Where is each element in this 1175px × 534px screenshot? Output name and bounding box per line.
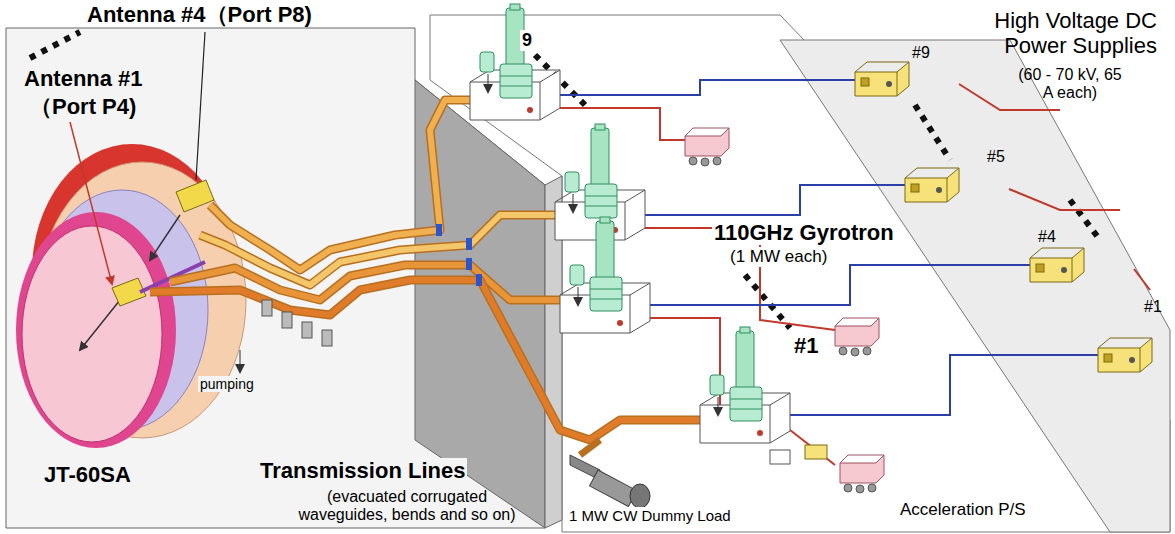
callout-number: #5 — [985, 148, 1007, 166]
leader-arrow — [70, 122, 112, 284]
vessel-magenta — [16, 212, 176, 448]
dummy-load — [590, 470, 637, 507]
series-dots — [915, 105, 950, 160]
antenna-port: （Port P4) — [28, 94, 138, 119]
wires — [560, 80, 855, 95]
small-unit — [770, 450, 790, 464]
device-rating: (60 - 70 kV, 65 A each) — [1012, 66, 1128, 103]
wires — [650, 265, 1030, 305]
transmission-lines — [150, 100, 700, 440]
series-dots — [1070, 200, 1100, 240]
section-note: (evacuated corrugated waveguides, bends … — [280, 488, 534, 525]
callout-number: #1 — [792, 333, 820, 358]
part-label: Acceleration P/S — [898, 500, 1028, 520]
series-dots — [30, 32, 80, 58]
antenna-label: Antenna #4（Port P8) — [85, 2, 314, 27]
wires — [560, 108, 685, 140]
dummy-load — [630, 484, 650, 508]
wires — [645, 185, 905, 215]
gyrotron — [700, 327, 790, 443]
section-title: Transmission Lines — [258, 458, 467, 483]
dummy-load — [570, 440, 650, 508]
wall-flanges — [240, 350, 241, 372]
power-supply-panel — [780, 40, 1170, 532]
power-supply — [855, 62, 909, 96]
device-name: JT-60SA — [42, 462, 133, 487]
wall-flanges — [322, 330, 332, 346]
wires — [790, 355, 1100, 415]
section-title: High Voltage DC Power Supplies — [950, 8, 1159, 59]
beam-arrow — [80, 300, 120, 350]
leader-line — [196, 32, 205, 180]
gyrotron — [470, 4, 560, 120]
wires — [1009, 189, 1120, 210]
power-supply — [1098, 338, 1152, 372]
gyrotron — [560, 217, 650, 333]
wires — [790, 430, 835, 465]
wall-flanges — [282, 312, 292, 328]
wall-flanges — [436, 224, 442, 236]
device-rating: (1 MW each) — [728, 247, 829, 267]
wall-flanges — [466, 238, 472, 250]
acceleration-supply — [685, 128, 729, 166]
acceleration-supply — [840, 455, 884, 493]
wall-flanges — [302, 322, 312, 338]
part-label: 1 MW CW Dummy Load — [567, 507, 733, 524]
wires — [1134, 269, 1150, 290]
callout-number: #1 — [1142, 298, 1164, 316]
wall-flanges — [262, 300, 272, 316]
power-supply — [905, 168, 959, 202]
count-label: 9 — [520, 30, 534, 51]
acceleration-supply — [835, 318, 879, 356]
part-label: pumping — [198, 376, 256, 392]
power-supply — [1030, 248, 1084, 282]
wires — [560, 80, 1150, 465]
callout-number: #9 — [910, 44, 932, 62]
wall-flanges — [466, 258, 472, 270]
wall-flanges — [476, 274, 482, 286]
device-name: 110GHz Gyrotron — [712, 220, 896, 245]
beam-arrow — [150, 215, 180, 260]
antenna-label: Antenna #1 — [22, 66, 145, 91]
wall-flanges — [240, 224, 482, 372]
callout-number: #4 — [1036, 228, 1058, 246]
plasma — [22, 226, 162, 442]
dummy-load — [580, 440, 600, 455]
small-unit — [805, 445, 827, 459]
